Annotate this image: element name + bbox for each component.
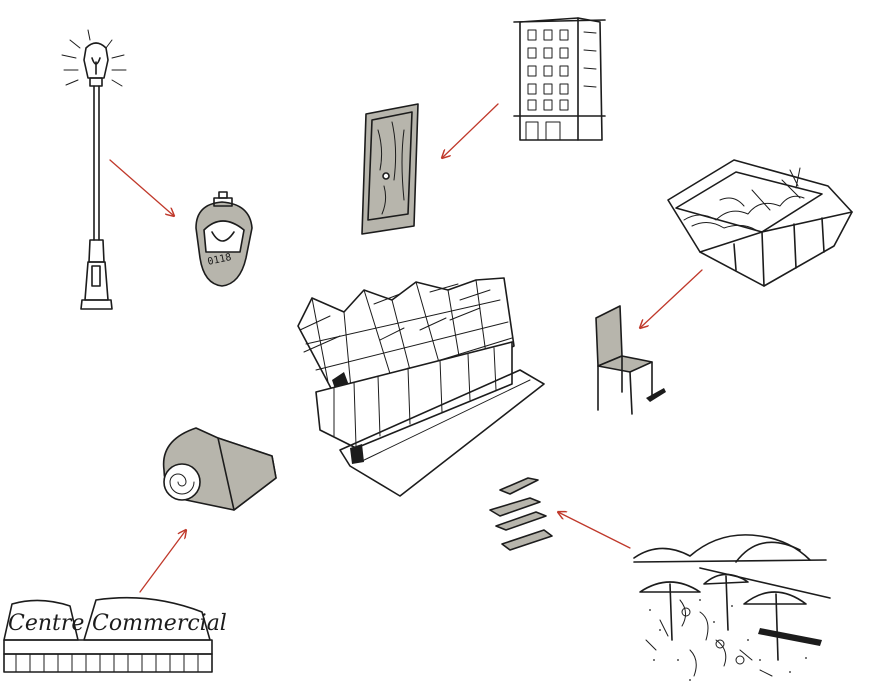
lamp-head-icon: 0118: [195, 191, 253, 287]
door-icon: [361, 103, 419, 235]
arrow-skip-to-chair: [640, 269, 703, 328]
mall-sign-word-1: Centre: [8, 611, 84, 636]
arrow-mall-to-insulation: [139, 530, 186, 593]
arrow-building-to-door: [442, 103, 499, 158]
beach-icon: [633, 534, 831, 681]
pavilion-icon: [297, 277, 545, 497]
arrow-beach-to-planks: [558, 512, 631, 549]
mall-sign-word-2: Commercial: [92, 611, 227, 636]
building-icon: [513, 17, 606, 141]
meter-label: 0118: [207, 252, 233, 268]
connection-arrows: [109, 103, 703, 593]
insulation-roll-icon: [162, 427, 277, 511]
arrow-lamp-to-lamp-head: [109, 159, 174, 216]
mall-icon: Centre Commercial: [3, 596, 227, 673]
planks-icon: [489, 477, 553, 551]
chair-icon: [595, 305, 666, 415]
street-lamp-icon: [61, 29, 127, 310]
dumpster-icon: [667, 159, 853, 287]
